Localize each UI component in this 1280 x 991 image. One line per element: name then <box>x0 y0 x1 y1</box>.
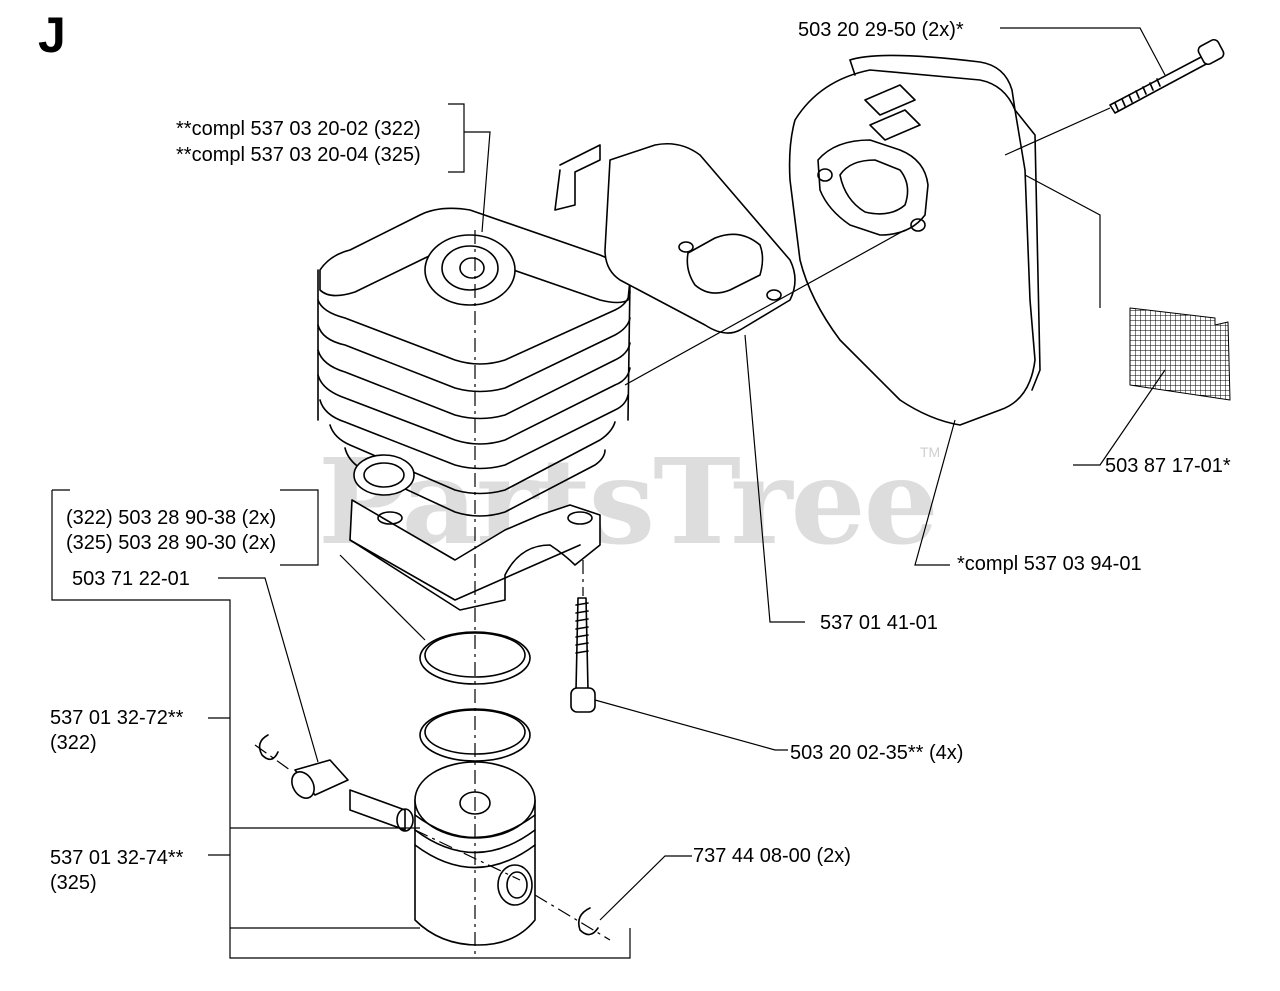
part-number: 737 44 08-00 (2x) <box>693 845 851 867</box>
watermark-trademark: TM <box>920 444 941 460</box>
label-cylinder: **compl 537 03 20-02 (322) **compl 537 0… <box>176 116 421 168</box>
bearing-drawing <box>291 759 414 832</box>
screen-drawing <box>1129 307 1231 401</box>
bolt-top-drawing <box>1109 38 1225 114</box>
cylinder-drawing <box>317 207 631 611</box>
label-piston-322: 537 01 32-72** (322) <box>50 706 183 756</box>
screw-drawing <box>570 597 596 713</box>
part-number: (325) <box>50 872 97 894</box>
label-gasket: 537 01 41-01 <box>820 611 938 635</box>
part-number: *compl 537 03 94-01 <box>957 553 1142 575</box>
part-number: (325) 503 28 90-30 (2x) <box>66 532 277 554</box>
part-number: 537 01 32-74** <box>50 847 184 869</box>
part-number: (322) 503 28 90-38 (2x) <box>66 507 277 529</box>
circlip-left-drawing <box>258 734 279 761</box>
label-circlip: 737 44 08-00 (2x) <box>693 844 851 868</box>
section-letter: J <box>38 7 66 63</box>
label-piston-325: 537 01 32-74** (325) <box>50 846 183 896</box>
label-muffler: *compl 537 03 94-01 <box>957 552 1142 576</box>
label-screw: 503 20 02-35** (4x) <box>790 741 963 765</box>
label-bearing: 503 71 22-01 <box>72 567 190 591</box>
part-number: 503 20 29-50 (2x)* <box>798 19 964 41</box>
muffler-drawing <box>788 54 1041 426</box>
part-number: 537 01 32-72** <box>50 707 184 729</box>
part-number: 503 87 17-01* <box>1105 455 1231 477</box>
circlip-right-drawing <box>577 907 599 936</box>
label-piston-rings: (322) 503 28 90-38 (2x) (325) 503 28 90-… <box>66 506 276 556</box>
part-number: (322) <box>50 732 97 754</box>
part-number: **compl 537 03 20-04 (325) <box>176 144 421 166</box>
gasket-drawing <box>554 142 796 334</box>
part-number: 537 01 41-01 <box>820 612 938 634</box>
part-number: 503 71 22-01 <box>72 568 190 590</box>
label-bolt-top: 503 20 29-50 (2x)* <box>798 18 964 42</box>
part-number: 503 20 02-35** (4x) <box>790 742 964 764</box>
label-screen: 503 87 17-01* <box>1105 454 1231 478</box>
part-number: **compl 537 03 20-02 (322) <box>176 118 421 140</box>
